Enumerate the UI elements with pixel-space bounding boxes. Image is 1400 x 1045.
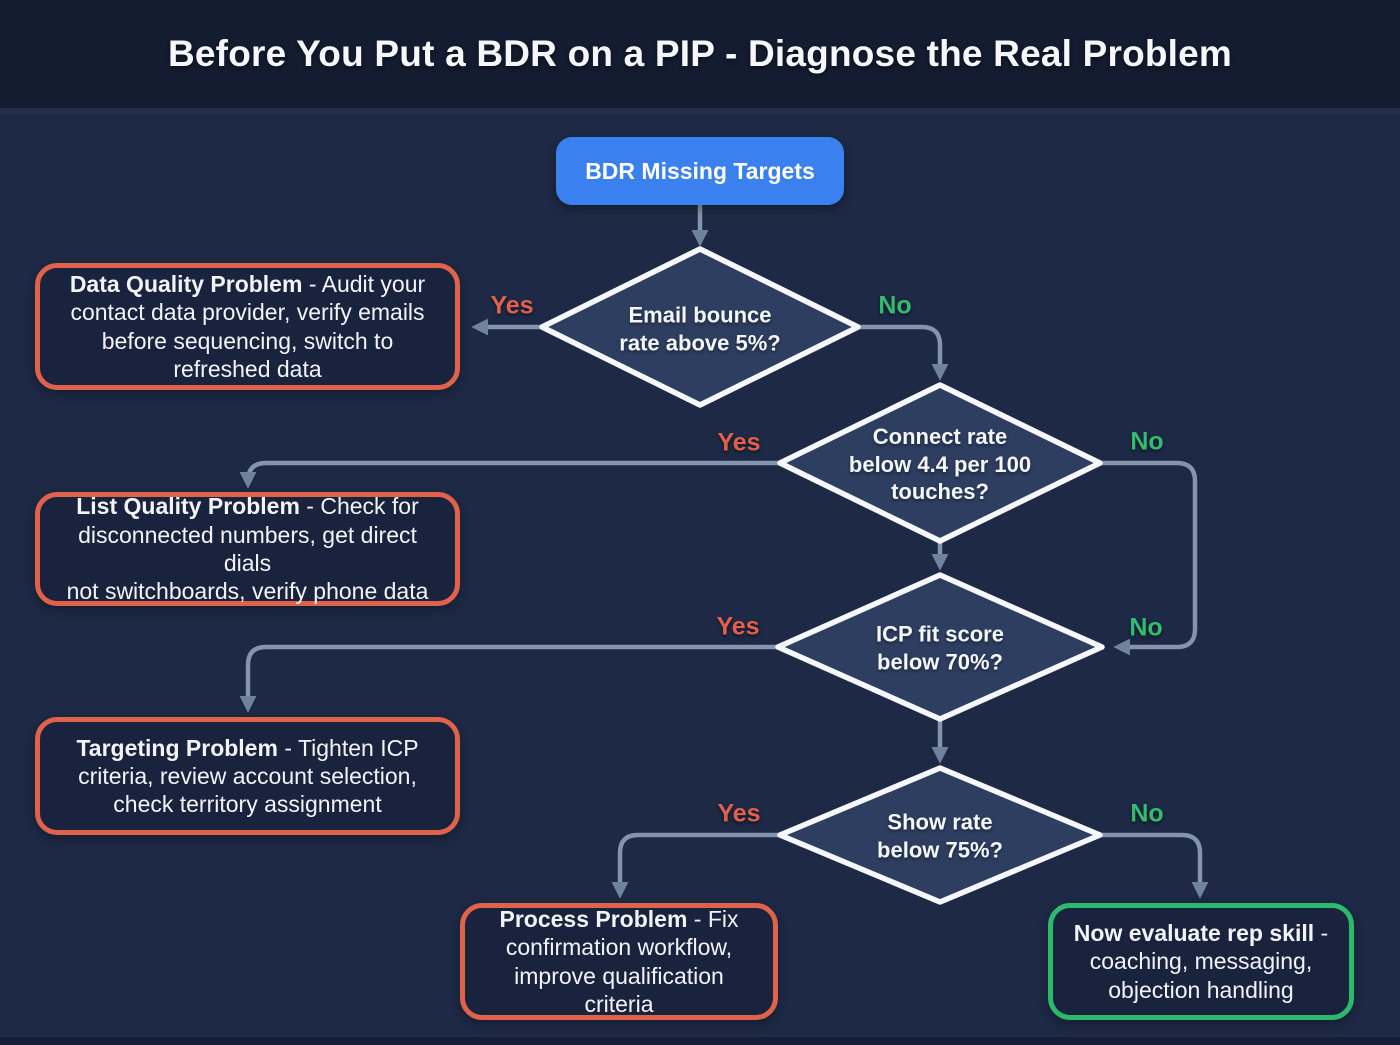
branch-label-yes-1: Yes: [490, 291, 534, 320]
footer-divider: [0, 1037, 1400, 1045]
decision-email-bounce: [539, 246, 861, 408]
outcome-data-quality: Data Quality Problem - Audit your contac…: [35, 263, 460, 390]
decision-email-bounce-label: Email bounce rate above 5%?: [619, 302, 781, 356]
branch-label-no-3: No: [1129, 613, 1163, 642]
connector-d2-no: [1097, 460, 1198, 656]
connector-d4-no: [1097, 832, 1209, 899]
branch-label-yes-2: Yes: [717, 428, 761, 457]
decision-show-rate: [777, 765, 1103, 905]
branch-label-no-1: No: [878, 291, 912, 320]
outcome-targeting: Targeting Problem - Tighten ICP criteria…: [35, 717, 460, 835]
connector-d4-yes: [611, 832, 783, 899]
header-divider: [0, 108, 1400, 115]
outcome-list-quality: List Quality Problem - Check for disconn…: [35, 492, 460, 606]
outcome-list-quality-title: List Quality Problem: [76, 493, 300, 520]
decision-show-rate-label: Show rate below 75%?: [877, 809, 1003, 863]
connector-d3-yes: [239, 644, 781, 713]
outcome-process-title: Process Problem: [499, 905, 688, 932]
title-bar: Before You Put a BDR on a PIP - Diagnose…: [0, 0, 1400, 108]
decision-icp-fit: [775, 572, 1105, 722]
outcome-list-quality-body: - Check for disconnected numbers, get di…: [66, 493, 429, 605]
outcome-targeting-title: Targeting Problem: [76, 734, 278, 761]
start-node-label: BDR Missing Targets: [585, 157, 815, 184]
page-title: Before You Put a BDR on a PIP - Diagnose…: [167, 33, 1233, 74]
connector-d2-yes: [239, 460, 783, 489]
outcome-evaluate-rep-skill-body: - coaching, messaging, objection handlin…: [1089, 920, 1329, 1003]
outcome-evaluate-rep-skill: Now evaluate rep skill - coaching, messa…: [1048, 903, 1354, 1020]
outcome-data-quality-body: - Audit your contact data provider, veri…: [70, 270, 426, 382]
decision-connect-rate: [777, 382, 1103, 544]
outcome-process-body: - Fix confirmation workflow, improve qua…: [505, 905, 739, 1017]
connector-d1-no: [855, 324, 949, 381]
branch-label-no-4: No: [1130, 799, 1164, 828]
outcome-evaluate-rep-skill-title: Now evaluate rep skill: [1073, 920, 1315, 947]
outcome-data-quality-title: Data Quality Problem: [69, 270, 303, 297]
outcome-targeting-body: - Tighten ICP criteria, review account s…: [78, 734, 419, 818]
branch-label-yes-4: Yes: [717, 799, 761, 828]
outcome-process: Process Problem - Fix confirmation workf…: [460, 903, 778, 1020]
decision-connect-rate-label: Connect rate below 4.4 per 100 touches?: [848, 423, 1032, 504]
branch-label-yes-3: Yes: [716, 612, 760, 641]
decision-icp-fit-label: ICP fit score below 70%?: [876, 621, 1004, 675]
branch-label-no-2: No: [1130, 427, 1164, 456]
start-node: BDR Missing Targets: [556, 137, 844, 205]
